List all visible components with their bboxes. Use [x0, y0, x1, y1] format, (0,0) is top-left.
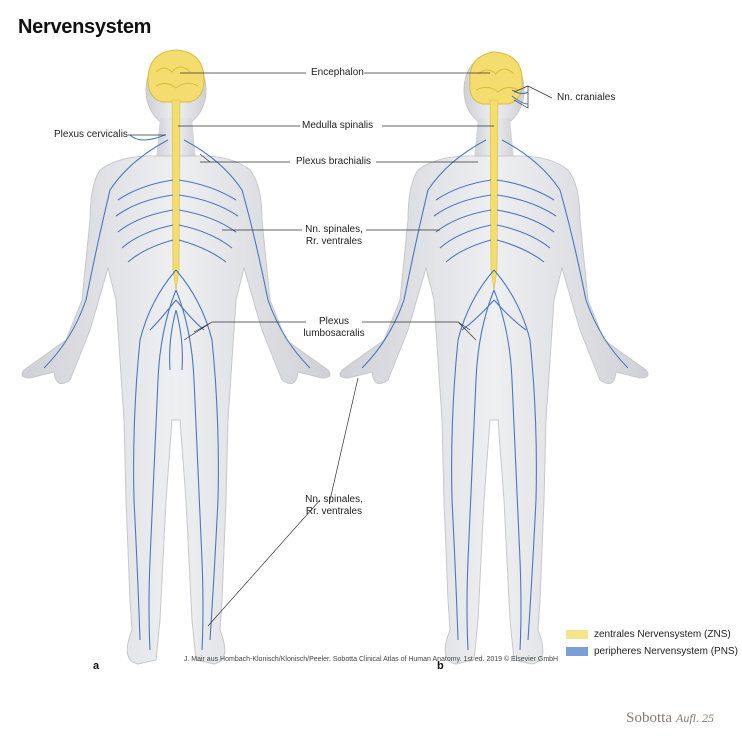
legend-item-pns: peripheres Nervensystem (PNS)	[566, 646, 738, 657]
label-plexus-cervicalis: Plexus cervicalis	[54, 129, 128, 140]
legend-swatch-cns	[566, 630, 588, 639]
label-nn-spinales-top: Nn. spinales, Rr. ventrales	[305, 224, 363, 247]
label-plexus-brachialis: Plexus brachialis	[296, 156, 372, 167]
front-peripheral-nerves	[43, 134, 311, 651]
front-spinal-cord	[171, 99, 181, 291]
legend-swatch-pns	[566, 647, 588, 656]
back-figure	[339, 51, 649, 665]
back-brain	[469, 51, 523, 105]
image-credit: J. Mair aus Hombach-Klonisch/Klonisch/Pe…	[183, 656, 559, 663]
label-medulla-spinalis: Medulla spinalis	[302, 120, 374, 131]
front-brain	[147, 49, 205, 103]
label-encephalon: Encephalon	[311, 67, 364, 78]
label-plexus-lumbosacralis: Plexus lumbosacralis	[303, 316, 365, 339]
back-peripheral-nerves	[361, 89, 629, 651]
back-spinal-cord	[489, 99, 499, 291]
legend-item-cns: zentrales Nervensystem (ZNS)	[566, 629, 731, 640]
page-title: Nervensystem	[18, 16, 152, 38]
label-nn-craniales: Nn. craniales	[557, 92, 616, 103]
leader-lines	[128, 72, 553, 627]
label-nn-spinales-bottom: Nn. spinales, Rr. ventrales	[305, 494, 363, 517]
panel-letter-a: a	[93, 660, 100, 672]
panel-letter-b: b	[437, 660, 444, 672]
front-figure	[21, 49, 331, 665]
